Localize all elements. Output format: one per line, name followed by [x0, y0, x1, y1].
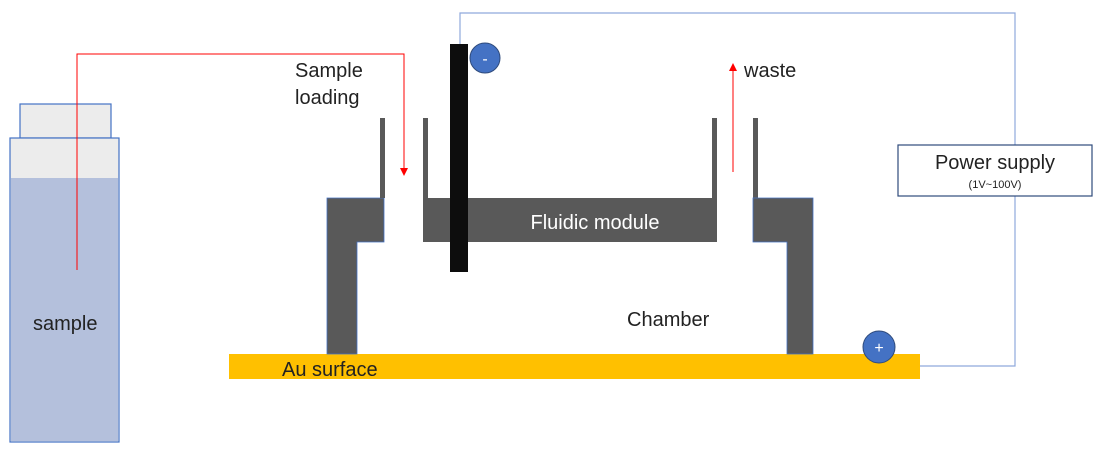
au-surface — [229, 354, 920, 379]
vial-liquid — [11, 178, 118, 441]
fluidic-module-label: Fluidic module — [531, 212, 660, 234]
chamber-label: Chamber — [627, 309, 710, 331]
power-wire-negative — [459, 12, 1016, 145]
vial-cap — [19, 103, 112, 139]
power-supply-label: Power supply — [935, 152, 1055, 174]
sample-label: sample — [33, 313, 97, 335]
fluidic-module: Fluidic module — [423, 118, 717, 242]
au-surface-label: Au surface — [282, 359, 378, 381]
sample-loading-label-line1: Sample — [295, 60, 363, 82]
power-wire-positive — [918, 196, 1016, 367]
sample-flow-line — [76, 53, 408, 270]
negative-terminal: - — [469, 42, 501, 74]
left-chamber-wall — [326, 197, 385, 355]
sample-vial: sample — [9, 103, 120, 443]
fluidic-module-block — [423, 198, 717, 242]
right-chamber-wall — [752, 197, 814, 355]
power-supply-box: Power supply (1V~100V) — [897, 144, 1093, 197]
inlet-tube-left — [380, 118, 385, 198]
outlet-tube-right — [753, 118, 758, 198]
negative-terminal-label: - — [482, 51, 487, 68]
electrode — [450, 44, 468, 272]
voltage-range-label: (1V~100V) — [969, 179, 1022, 191]
outlet-tube-left — [712, 118, 717, 198]
positive-terminal-label: + — [874, 340, 883, 357]
sample-loading-label-line2: loading — [295, 87, 360, 109]
inlet-tube-right — [423, 118, 428, 198]
positive-terminal: + — [862, 330, 896, 364]
waste-label: waste — [743, 60, 796, 82]
